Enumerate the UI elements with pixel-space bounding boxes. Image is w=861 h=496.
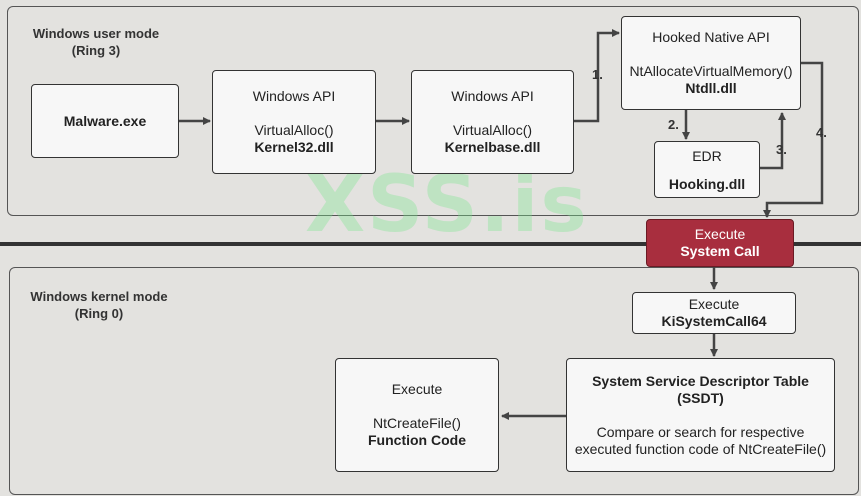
kernelbase-node: Windows API VirtualAlloc() Kernelbase.dl…	[411, 70, 574, 174]
step-4-label: 4.	[816, 125, 827, 140]
kernel32-func: VirtualAlloc()	[254, 122, 334, 138]
edr-node: EDR Hooking.dll	[654, 141, 760, 198]
kisyscall-line1: Execute	[688, 296, 740, 312]
step-2-label: 2.	[668, 117, 679, 132]
ssdt-desc2: executed function code of NtCreateFile()	[574, 440, 827, 457]
edr-title: EDR	[692, 148, 722, 164]
step-3-label: 3.	[776, 142, 787, 157]
step-1-label: 1.	[592, 67, 603, 82]
arrow-step3	[760, 112, 786, 170]
edr-dll: Hooking.dll	[668, 176, 746, 192]
malware-node: Malware.exe	[31, 84, 179, 158]
user-mode-label: Windows user mode (Ring 3)	[26, 25, 166, 59]
kernelbase-func: VirtualAlloc()	[452, 122, 533, 138]
ssdt-title2: (SSDT)	[677, 389, 724, 406]
hooked-dll: Ntdll.dll	[685, 80, 737, 96]
watermark: XSS.is	[305, 160, 589, 250]
user-mode-ring: (Ring 3)	[71, 43, 121, 58]
kernel-mode-title: Windows kernel mode	[30, 289, 168, 304]
ntcreate-code: Function Code	[368, 432, 466, 448]
ntcreate-title: Execute	[391, 381, 443, 397]
kernel-mode-ring: (Ring 0)	[74, 306, 124, 321]
kernel32-dll: Kernel32.dll	[254, 139, 334, 155]
hooked-title: Hooked Native API	[652, 29, 770, 45]
arrow-step1	[574, 29, 620, 123]
ntcreate-func: NtCreateFile()	[373, 415, 461, 431]
hooked-func: NtAllocateVirtualMemory()	[629, 63, 793, 79]
kernel32-node: Windows API VirtualAlloc() Kernel32.dll	[212, 70, 376, 174]
mode-divider	[0, 242, 861, 246]
kisyscall-node: Execute KiSystemCall64	[632, 292, 796, 334]
kernel32-title: Windows API	[252, 88, 336, 104]
hooked-api-node: Hooked Native API NtAllocateVirtualMemor…	[621, 16, 801, 110]
user-mode-title: Windows user mode	[32, 26, 160, 41]
kernel-mode-label: Windows kernel mode (Ring 0)	[24, 288, 174, 322]
malware-name: Malware.exe	[63, 112, 147, 129]
syscall-node: Execute System Call	[646, 219, 794, 267]
kernelbase-dll: Kernelbase.dll	[444, 139, 541, 155]
kisyscall-line2: KiSystemCall64	[661, 313, 767, 329]
ntcreatefile-node: Execute NtCreateFile() Function Code	[335, 358, 499, 472]
kernelbase-title: Windows API	[451, 88, 534, 104]
ssdt-node: System Service Descriptor Table (SSDT) C…	[566, 358, 835, 472]
ssdt-title1: System Service Descriptor Table	[592, 372, 809, 389]
syscall-line1: Execute	[694, 226, 746, 242]
arrow-step4	[763, 61, 824, 218]
ssdt-desc1: Compare or search for respective	[596, 423, 805, 440]
syscall-line2: System Call	[680, 243, 760, 259]
